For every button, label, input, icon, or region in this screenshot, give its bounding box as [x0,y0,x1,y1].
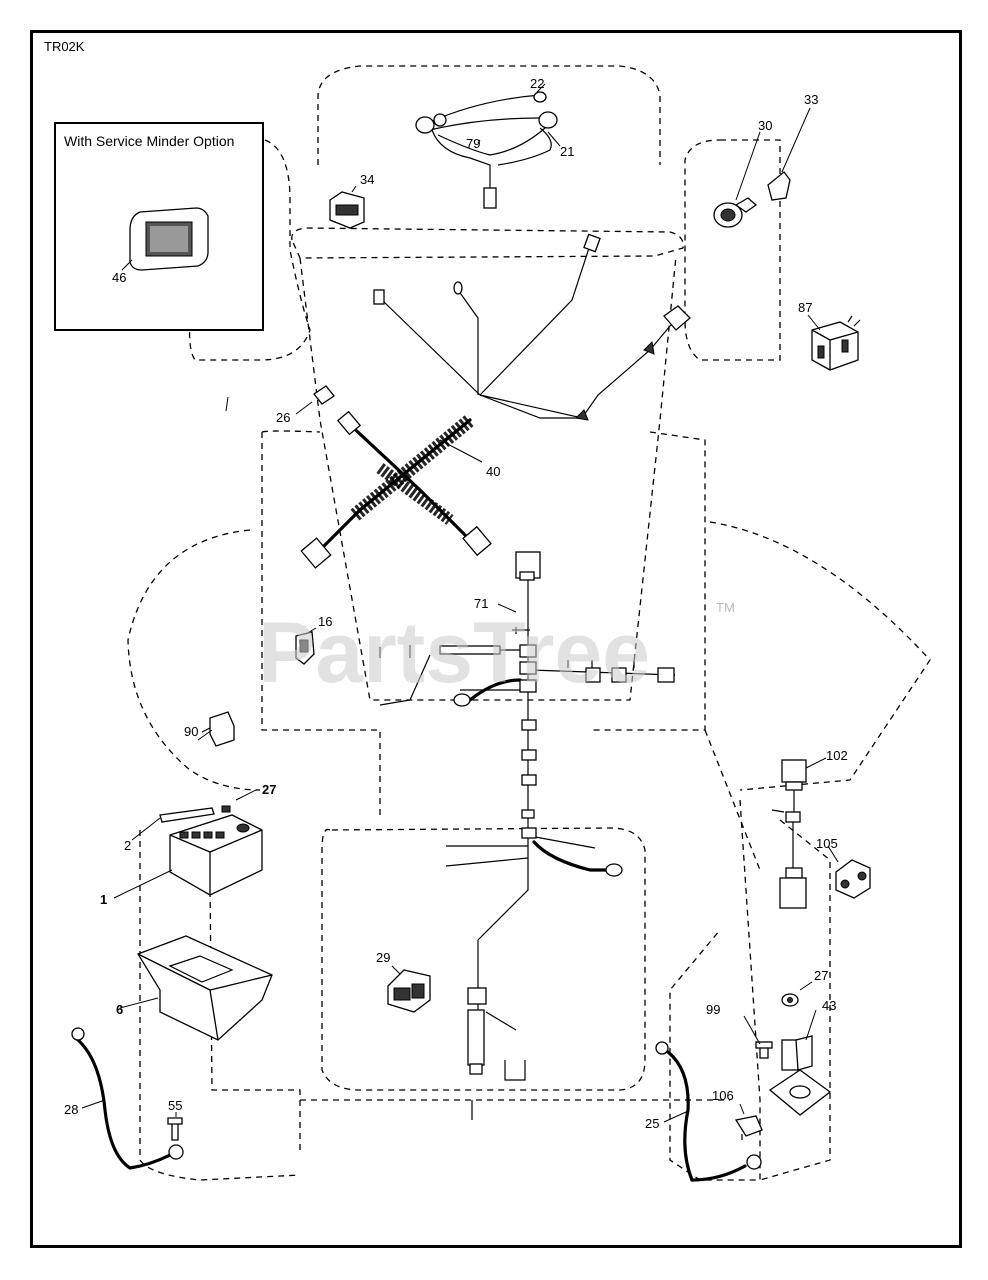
part-106-harness-clip[interactable] [734,1103,763,1140]
main-wiring-harness[interactable] [300,233,691,569]
callout-2: 2 [124,838,131,853]
part-27-nut-bottom[interactable] [781,981,813,1007]
part-16-switch[interactable] [295,627,317,665]
part-6-battery-tray[interactable] [119,935,273,1041]
part-2-bolt[interactable] [131,807,215,841]
callout-79: 79 [466,136,480,151]
callout-27-top: 27 [262,782,276,797]
watermark-tm: TM [716,600,735,615]
diagram-code: TR02K [44,39,85,54]
callout-34: 34 [360,172,374,187]
part-90-fuse-holder[interactable] [197,711,235,747]
part-55-bolt[interactable] [167,1112,183,1141]
callout-40: 40 [486,464,500,479]
callout-25: 25 [645,1116,659,1131]
callout-27-bottom: 27 [814,968,828,983]
callout-43: 43 [822,998,836,1013]
callout-71: 71 [474,596,488,611]
part-105-solenoid[interactable] [827,845,871,899]
headlight-harness[interactable] [415,83,561,209]
service-minder-module[interactable] [121,207,209,271]
callout-55: 55 [168,1098,182,1113]
callout-26: 26 [276,410,290,425]
callout-102: 102 [826,748,848,763]
part-30-ignition-switch[interactable] [713,131,761,228]
part-28-battery-cable[interactable] [71,1027,184,1170]
part-29-switch[interactable] [387,965,431,1013]
rear-wiring-harness[interactable] [379,551,676,1120]
callout-1: 1 [100,892,107,907]
part-34-switch[interactable] [329,185,365,229]
callout-21: 21 [560,144,574,159]
callout-22: 22 [530,76,544,91]
callout-6: 6 [116,1002,123,1017]
tractor-outline [127,65,931,1181]
callout-87: 87 [798,300,812,315]
part-102-relay[interactable] [771,757,827,909]
part-26-connector[interactable] [295,385,335,415]
part-1-battery[interactable] [113,814,263,899]
callout-labels: 1 2 6 16 21 22 25 26 27 27 28 29 30 33 3… [64,76,848,1131]
callout-28: 28 [64,1102,78,1117]
part-43-interlock-switch[interactable] [768,1009,832,1116]
watermark-brand: PartsTree [258,605,650,701]
callout-105: 105 [816,836,838,851]
service-minder-inset [54,122,264,331]
part-87-relay[interactable] [807,314,861,371]
part-27-nut-top[interactable] [221,789,257,813]
part-33-bracket[interactable] [767,107,811,201]
callout-33: 33 [804,92,818,107]
part-25-battery-cable[interactable] [655,1041,762,1182]
part-99-screw[interactable] [743,1015,773,1059]
callout-30: 30 [758,118,772,133]
callout-46: 46 [112,270,126,285]
callout-106: 106 [712,1088,734,1103]
diagram-frame [30,30,962,1248]
callout-90: 90 [184,724,198,739]
inset-title: With Service Minder Option [64,133,234,149]
callout-29: 29 [376,950,390,965]
callout-16: 16 [318,614,332,629]
callout-99: 99 [706,1002,720,1017]
